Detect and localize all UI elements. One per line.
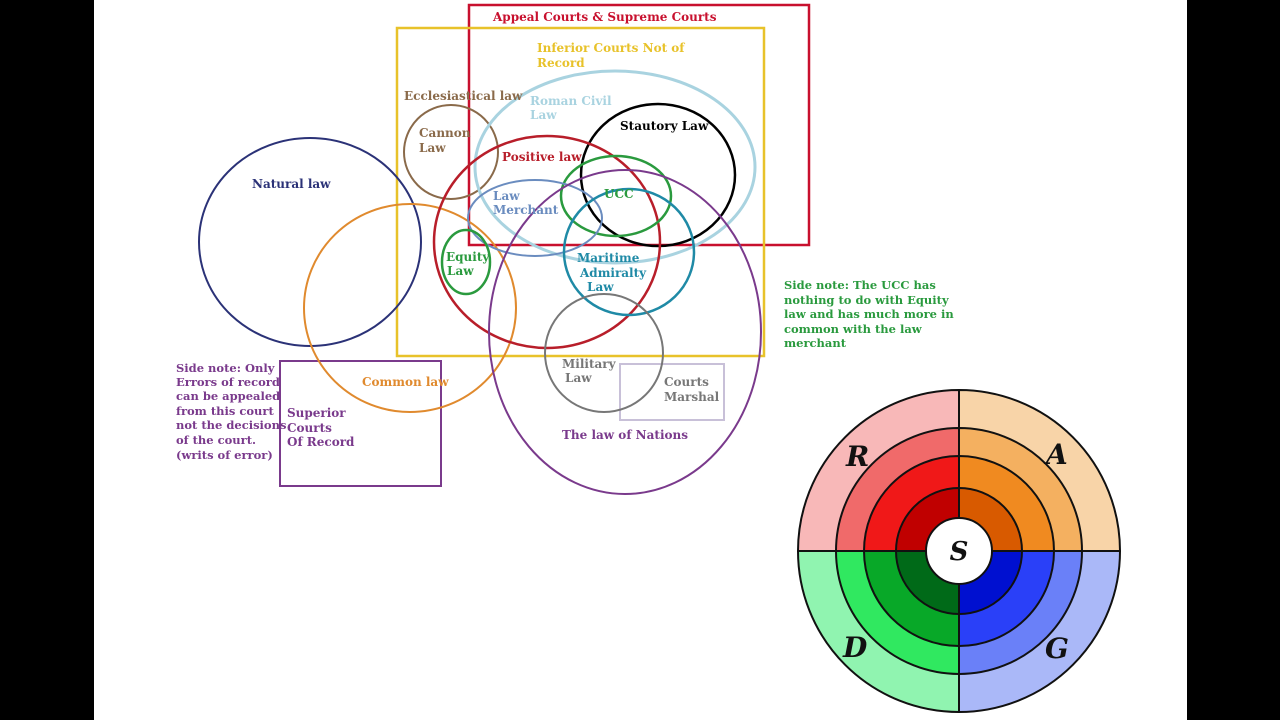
superior-courts-label-2: Courts [287,421,332,435]
wheel-letter-g: G [1045,632,1069,665]
equity-law-label-1: Equity [446,250,490,264]
maritime-law-label-1: Maritime [577,251,640,265]
statutory-law-label: Stautory Law [620,119,709,133]
superior-courts-label-3: Of Record [287,435,355,449]
side-note-right: Side note: The UCC has nothing to do wit… [784,278,954,350]
military-law-circle [544,293,664,413]
side-note-left-line: Errors of record [176,375,280,389]
wheel-letter-a: A [1043,438,1068,471]
cannon-law-label-1: Cannon [419,126,471,140]
side-note-left-line: not the decisions [176,418,286,432]
natural-law-label: Natural law [252,177,331,191]
maritime-admiralty-circle [562,187,696,317]
courts-marshal-label-1: Courts [664,375,709,389]
equity-law-label-2: Law [447,264,474,278]
law-merchant-label-2: Merchant [493,203,559,217]
equity-law-circle [440,228,492,296]
ucc-circle [559,154,673,238]
inferior-courts-label-2: Record [537,56,585,70]
side-note-right-line: law and has much more in [784,307,954,321]
common-law-circle [303,203,517,413]
positive-law-circle [432,134,662,350]
courts-marshal-label-2: Marshal [664,390,720,404]
inferior-courts-label-1: Inferior Courts Not of [537,41,685,55]
natural-law-circle [198,137,422,347]
roman-civil-law-label-2: Law [530,108,557,122]
color-wheel [796,388,1122,714]
side-note-right-line: Side note: The UCC has [784,278,936,292]
cannon-law-circle [403,104,499,200]
common-law-label: Common law [362,375,449,389]
side-note-left-line: Side note: Only [176,361,275,375]
side-note-left-line: (writs of error) [176,448,273,462]
wheel-center-s: S [950,537,969,567]
wheel-letter-r: R [845,440,869,473]
appeal-courts-label: Appeal Courts & Supreme Courts [492,10,717,24]
positive-law-label: Positive law [502,150,582,164]
military-law-label-1: Military [562,357,617,371]
maritime-law-label-2: Admiralty [579,266,647,280]
superior-courts-box [279,360,442,487]
roman-civil-law-label-1: Roman Civil [530,94,612,108]
law-merchant-label-1: Law [493,189,520,203]
side-note-right-line: nothing to do with Equity [784,293,949,307]
ucc-label: UCC [604,187,634,201]
cannon-law-label-2: Law [419,141,446,155]
ecclesiastical-law-label: Ecclesiastical law [404,89,523,103]
side-note-left-line: of the court. [176,433,256,447]
wheel-center-circle [925,517,993,585]
military-law-label-2: Law [565,371,592,385]
maritime-law-label-3: Law [587,280,614,294]
superior-courts-label-1: Superior [287,406,346,420]
inferior-courts-box [395,26,766,358]
courts-marshal-box [619,363,725,421]
law-of-nations-label: The law of Nations [562,428,688,442]
side-note-left: Side note: Only Errors of record can be … [176,361,286,462]
roman-civil-law-circle [473,69,757,265]
side-note-left-line: from this court [176,404,274,418]
statutory-law-circle [579,102,737,248]
wheel-letter-d: D [842,631,868,664]
side-note-left-line: can be appealed [176,389,280,403]
law-merchant-circle [467,179,603,257]
side-note-right-line: common with the law [784,322,923,336]
side-note-right-line: merchant [784,336,847,350]
law-of-nations-circle [488,169,762,495]
